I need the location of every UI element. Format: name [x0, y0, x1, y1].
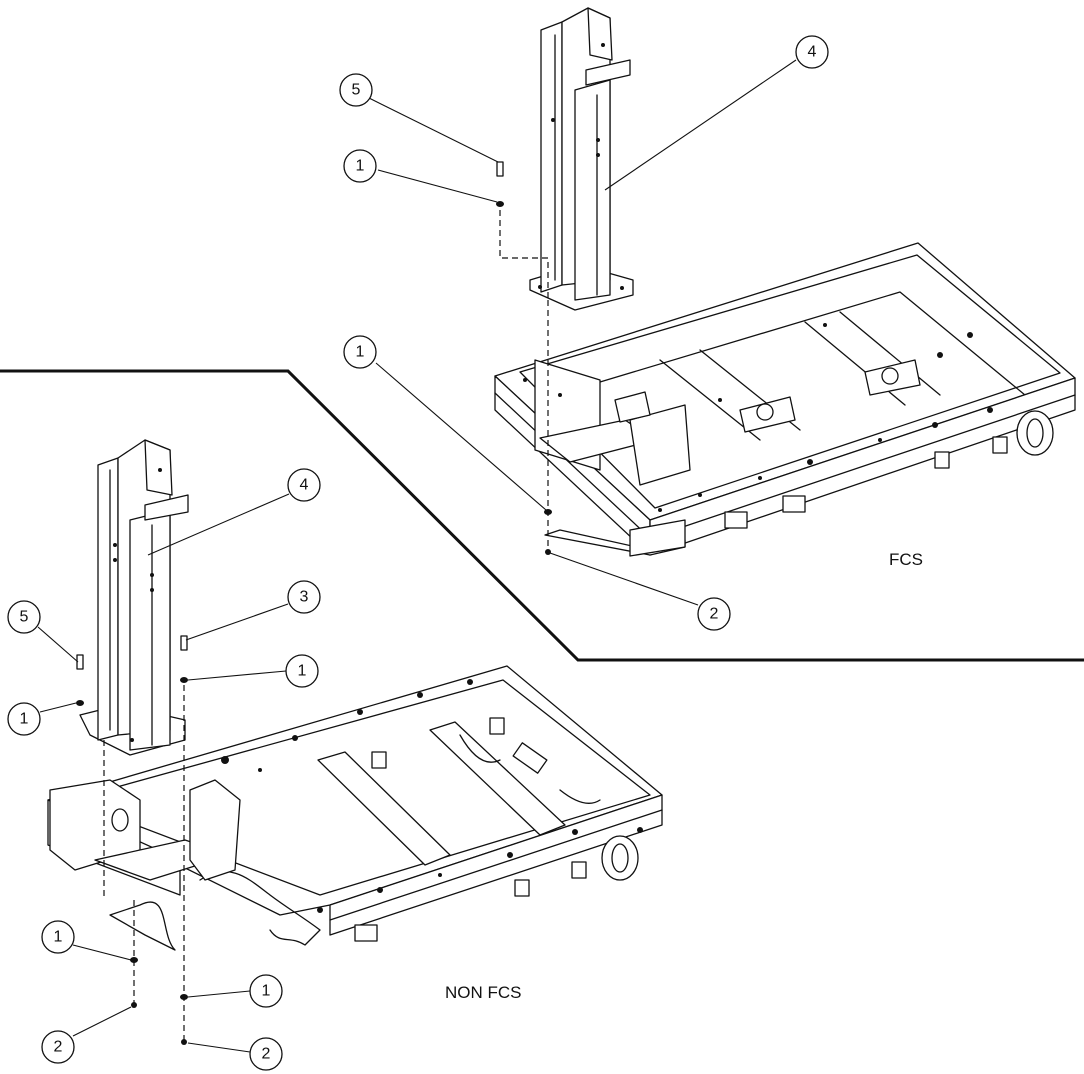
callout-non-fcs-4: 4 — [287, 468, 321, 502]
callout-non-fcs-1c: 1 — [41, 920, 75, 954]
non-fcs-frame — [47, 665, 663, 951]
callout-fcs-2: 2 — [697, 597, 731, 631]
non-fcs-view-label: NON FCS — [445, 983, 522, 1002]
callout-number: 2 — [262, 1046, 271, 1063]
callout-number: 4 — [808, 44, 817, 61]
callout-non-fcs-1d: 1 — [249, 974, 283, 1008]
callout-number: 1 — [262, 983, 271, 1000]
callout-fcs-4: 4 — [795, 35, 829, 69]
non-fcs-column — [79, 439, 189, 756]
view-separator-line — [0, 369, 1084, 662]
callout-number: 3 — [300, 589, 309, 606]
callout-non-fcs-1b: 1 — [7, 702, 41, 736]
callout-non-fcs-3: 3 — [287, 580, 321, 614]
fcs-assembly-line-a — [499, 210, 549, 300]
callout-number: 5 — [352, 82, 361, 99]
non-fcs-hardware — [76, 635, 188, 1045]
callout-number: 1 — [54, 929, 63, 946]
fcs-frame — [494, 242, 1076, 557]
fcs-view — [494, 7, 1076, 557]
callout-fcs-1a: 1 — [343, 149, 377, 183]
callout-non-fcs-2b: 2 — [249, 1037, 283, 1071]
callout-number: 5 — [20, 609, 29, 626]
callout-non-fcs-5: 5 — [7, 600, 41, 634]
fcs-column — [529, 7, 634, 311]
callout-number: 1 — [356, 344, 365, 361]
fcs-view-label: FCS — [889, 550, 923, 569]
callout-non-fcs-2a: 2 — [41, 1030, 75, 1064]
callout-fcs-5: 5 — [339, 73, 373, 107]
callout-number: 2 — [710, 606, 719, 623]
callout-non-fcs-1a: 1 — [285, 654, 319, 688]
callout-fcs-1b: 1 — [343, 335, 377, 369]
non-fcs-view — [47, 439, 663, 1045]
callout-number: 2 — [54, 1039, 63, 1056]
callout-number: 4 — [300, 477, 309, 494]
fcs-hardware — [496, 161, 552, 555]
callout-number: 1 — [298, 663, 307, 680]
leader-lines — [37, 59, 797, 1053]
callout-number: 1 — [356, 158, 365, 175]
callout-number: 1 — [20, 711, 29, 728]
